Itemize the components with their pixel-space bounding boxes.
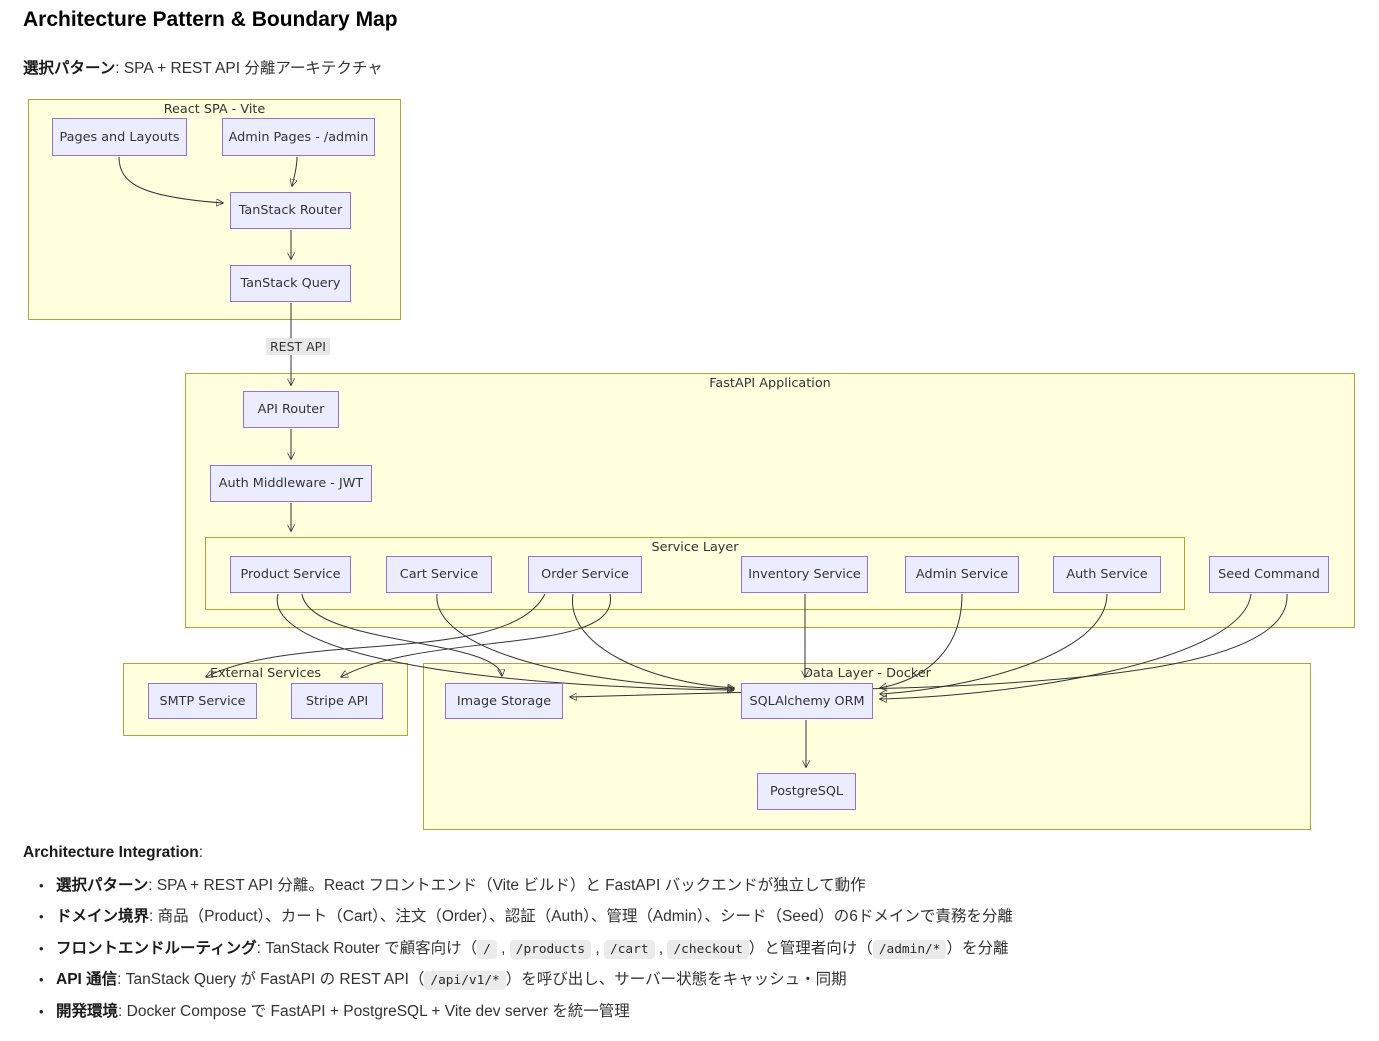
bullet-text: ,	[496, 939, 510, 957]
node-sqlalchemy-orm: SQLAlchemy ORM	[741, 683, 873, 719]
bullet-text: ）を呼び出し、サーバー状態をキャッシュ・同期	[505, 971, 847, 989]
edge-cart-to-orm	[436, 593, 734, 689]
edge-product-to-imagestorage	[301, 593, 502, 676]
bullet-text: ）と管理者向け（	[748, 939, 873, 957]
bullet-label: ドメイン境界	[56, 908, 150, 926]
integration-bullet: 選択パターン: SPA + REST API 分離。React フロントエンド（…	[39, 876, 1363, 897]
edge-adminsvc-to-orm	[880, 593, 963, 688]
integration-heading-colon: :	[198, 844, 204, 861]
inline-code: /	[477, 939, 497, 959]
page-title: Architecture Pattern & Boundary Map	[23, 8, 398, 31]
edge-label-rest-api: REST API	[266, 338, 330, 355]
edge-order-to-orm	[572, 593, 734, 688]
node-postgresql: PostgreSQL	[757, 773, 856, 810]
bullet-label: 選択パターン	[56, 877, 149, 894]
inline-code: /admin/*	[872, 939, 947, 959]
integration-bullet: フロントエンドルーティング: TanStack Router で顧客向け（/ ,…	[39, 939, 1363, 960]
integration-bullet: ドメイン境界: 商品（Product）、カート（Cart）、注文（Order）、…	[39, 907, 1363, 928]
node-pages-and-layouts: Pages and Layouts	[52, 118, 187, 156]
bullet-text: : SPA + REST API 分離。React フロントエンド（Vite ビ…	[148, 877, 866, 894]
integration-list: 選択パターン: SPA + REST API 分離。React フロントエンド（…	[23, 876, 1363, 1023]
integration-section: Architecture Integration: 選択パターン: SPA + …	[23, 844, 1363, 1033]
node-smtp-service: SMTP Service	[148, 683, 257, 719]
bullet-text: ,	[654, 939, 668, 957]
edge-seed-to-imagestorage	[570, 593, 1288, 697]
inline-code: /api/v1/*	[424, 971, 506, 991]
subtitle-text: : SPA + REST API 分離アーキテクチャ	[115, 60, 383, 77]
bullet-text: : TanStack Router で顧客向け（	[256, 939, 478, 957]
subtitle-label: 選択パターン	[23, 60, 116, 77]
node-inventory-service: Inventory Service	[741, 556, 868, 593]
edge-order-to-stripe	[341, 593, 611, 677]
node-admin-pages: Admin Pages - /admin	[222, 118, 375, 156]
bullet-text: ,	[591, 939, 604, 957]
node-tanstack-router: TanStack Router	[230, 192, 351, 229]
edge-pages-to-router	[118, 156, 223, 203]
node-stripe-api: Stripe API	[291, 683, 383, 719]
bullet-text: ）を分離	[946, 939, 1009, 957]
edge-authsvc-to-orm	[880, 593, 1108, 694]
node-order-service: Order Service	[528, 556, 642, 593]
node-cart-service: Cart Service	[386, 556, 492, 593]
integration-bullet: 開発環境: Docker Compose で FastAPI + Postgre…	[39, 1002, 1363, 1023]
integration-heading-text: Architecture Integration	[23, 844, 199, 861]
inline-code: /checkout	[667, 939, 749, 959]
node-api-router: API Router	[243, 391, 339, 428]
integration-bullet: API 通信: TanStack Query が FastAPI の REST …	[39, 970, 1363, 991]
bullet-text: : TanStack Query が FastAPI の REST API（	[117, 971, 425, 989]
bullet-label: 開発環境	[56, 1002, 119, 1020]
node-auth-middleware: Auth Middleware - JWT	[210, 465, 372, 502]
node-seed-command: Seed Command	[1209, 556, 1329, 593]
subtitle: 選択パターン: SPA + REST API 分離アーキテクチャ	[23, 56, 383, 78]
edge-seed-to-orm	[880, 593, 1252, 699]
node-product-service: Product Service	[230, 556, 351, 593]
edge-adminpages-to-router	[292, 156, 298, 186]
node-auth-service: Auth Service	[1053, 556, 1161, 593]
inline-code: /cart	[604, 939, 655, 959]
integration-heading: Architecture Integration:	[23, 844, 1363, 862]
node-admin-service: Admin Service	[905, 556, 1019, 593]
bullet-label: API 通信	[56, 971, 118, 989]
edge-order-to-smtp	[206, 593, 546, 677]
node-image-storage: Image Storage	[445, 683, 563, 719]
bullet-label: フロントエンドルーティング	[56, 939, 257, 957]
node-tanstack-query: TanStack Query	[230, 265, 351, 302]
inline-code: /products	[509, 939, 592, 959]
bullet-text: : 商品（Product）、カート（Cart）、注文（Order）、認証（Aut…	[149, 908, 1013, 926]
bullet-text: : Docker Compose で FastAPI + PostgreSQL …	[118, 1002, 630, 1020]
